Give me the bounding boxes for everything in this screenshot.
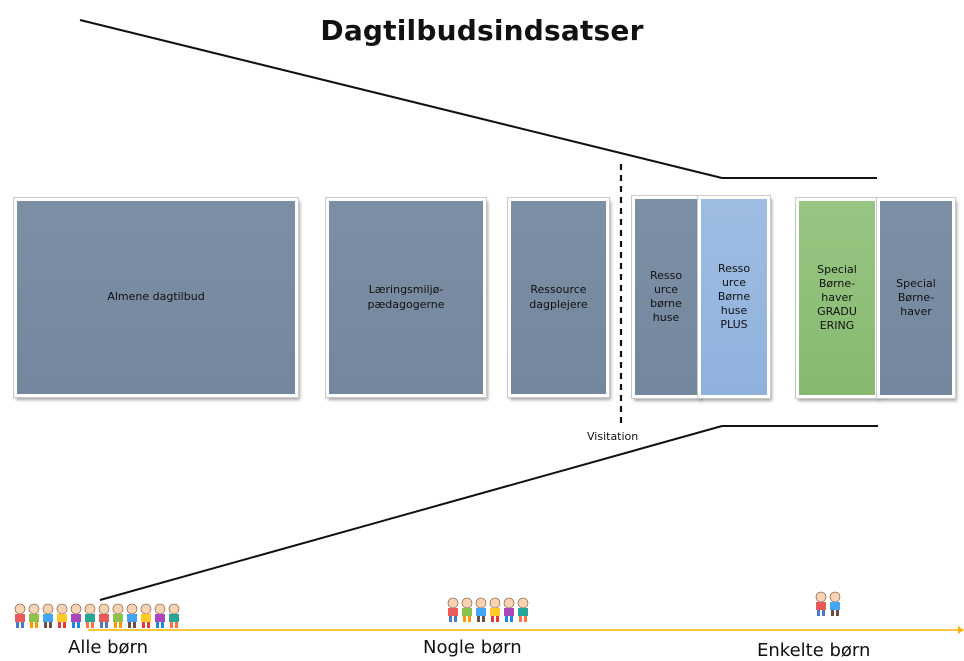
children-row-icon-small [813,591,847,617]
box-special-graduering: Special Børne- haver GRADU ERING [795,197,879,399]
children-row-icon-large [12,603,182,629]
visitation-label: Visitation [587,430,639,443]
box-special-boernehaver: Special Børne- haver [876,197,956,399]
box-ressource-boernehuse: Resso urce børne huse [631,195,701,399]
progress-arrow-head [958,626,964,634]
label-nogle-boern: Nogle børn [423,637,522,658]
page-title: Dagtilbudsindsatser [320,14,644,47]
box-ressource-dagplejere: Ressource dagplejere [507,197,610,398]
children-group-icon [815,591,841,616]
box-ressource-boernehuse-plus: Resso urce Børne huse PLUS [697,195,771,399]
box-almene-dagtilbud: Almene dagtilbud [13,197,299,398]
label-alle-boern: Alle børn [68,637,149,658]
label-enkelte-boern: Enkelte børn [757,640,871,661]
children-group-icon [14,603,180,628]
funnel-bottom-line [99,425,723,601]
children-group-icon [447,597,529,622]
funnel-top-line [79,19,723,179]
box-laeringsmiljo: Læringsmiljø- pædagogerne [325,197,487,398]
children-row-icon-medium [445,597,535,623]
